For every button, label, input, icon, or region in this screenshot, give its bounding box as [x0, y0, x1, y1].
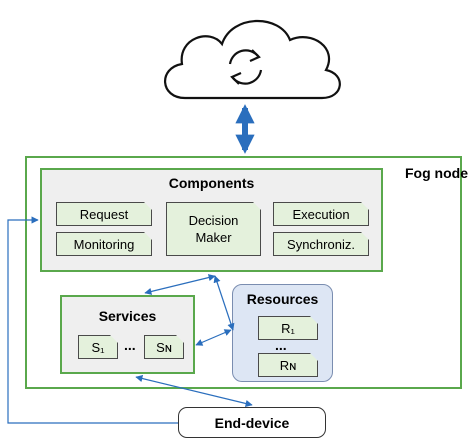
- monitoring-label: Monitoring: [73, 236, 135, 252]
- services-title: Services: [98, 308, 157, 324]
- resource-r1-label: R₁: [281, 320, 295, 336]
- sync-icon: [228, 49, 263, 85]
- end-device-label: End-device: [214, 414, 290, 431]
- service-s1-label: S₁: [91, 339, 105, 355]
- resources-ellipsis: ...: [275, 337, 287, 353]
- execution-chip: Execution: [273, 202, 369, 226]
- fog-node-label: Fog node: [405, 165, 468, 181]
- execution-label: Execution: [292, 206, 350, 222]
- resource-rn-label: Rɴ: [279, 357, 297, 373]
- decision-maker-line2: Maker: [195, 230, 232, 245]
- decision-maker-line1: Decision: [188, 213, 239, 228]
- decision-maker-chip: Decision Maker: [166, 202, 261, 256]
- request-chip: Request: [56, 202, 152, 226]
- monitoring-chip: Monitoring: [56, 232, 152, 256]
- service-sn-chip: Sɴ: [144, 335, 184, 359]
- resource-rn-chip: Rɴ: [258, 353, 318, 377]
- service-sn-label: Sɴ: [156, 339, 172, 355]
- resources-title: Resources: [246, 291, 319, 307]
- request-label: Request: [79, 206, 129, 222]
- end-device-box: End-device: [178, 407, 326, 438]
- synchronization-label: Synchroniz.: [287, 236, 355, 252]
- synchronization-chip: Synchroniz.: [273, 232, 369, 256]
- components-title: Components: [168, 175, 255, 191]
- services-ellipsis: ...: [124, 337, 136, 353]
- service-s1-chip: S₁: [78, 335, 118, 359]
- resource-r1-chip: R₁: [258, 316, 318, 340]
- services-box: [60, 295, 195, 374]
